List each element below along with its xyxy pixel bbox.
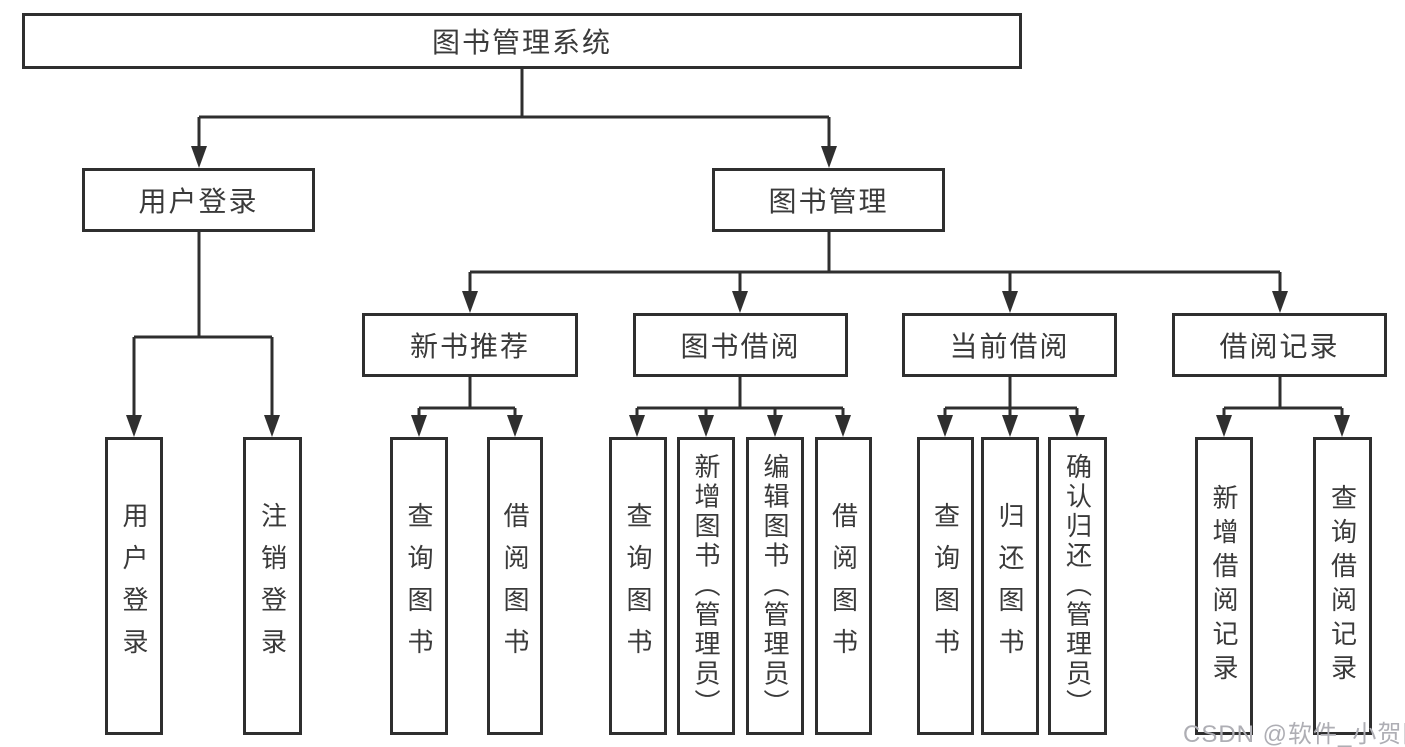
csdn-watermark: CSDN @软件_小贺同学 xyxy=(1183,721,1405,747)
node-book-management: 图书管理 xyxy=(712,168,945,232)
node-book-borrow: 图书借阅 xyxy=(633,313,848,377)
leaf-borrow-add-books: 新增图书（管理员） xyxy=(677,437,735,735)
leaf-recommend-query-books: 查询图书 xyxy=(390,437,448,735)
node-borrow-record: 借阅记录 xyxy=(1172,313,1387,377)
node-new-book-recommend: 新书推荐 xyxy=(362,313,578,377)
leaf-current-query-books: 查询图书 xyxy=(917,437,974,735)
leaf-logout: 注销登录 xyxy=(243,437,302,735)
node-current-borrow: 当前借阅 xyxy=(902,313,1117,377)
arrowhead-icons xyxy=(126,146,1350,437)
leaf-current-confirm-return: 确认归还（管理员） xyxy=(1048,437,1107,735)
leaf-current-return-books: 归还图书 xyxy=(981,437,1039,735)
leaf-record-add-record: 新增借阅记录 xyxy=(1195,437,1253,735)
leaf-borrow-borrow-books: 借阅图书 xyxy=(815,437,872,735)
leaf-borrow-edit-books: 编辑图书（管理员） xyxy=(746,437,804,735)
leaf-record-query-record: 查询借阅记录 xyxy=(1313,437,1372,735)
leaf-borrow-query-books: 查询图书 xyxy=(609,437,667,735)
leaf-recommend-borrow-books: 借阅图书 xyxy=(487,437,543,735)
node-user-login: 用户登录 xyxy=(82,168,315,232)
node-system-root: 图书管理系统 xyxy=(22,13,1022,69)
leaf-user-login: 用户登录 xyxy=(105,437,163,735)
